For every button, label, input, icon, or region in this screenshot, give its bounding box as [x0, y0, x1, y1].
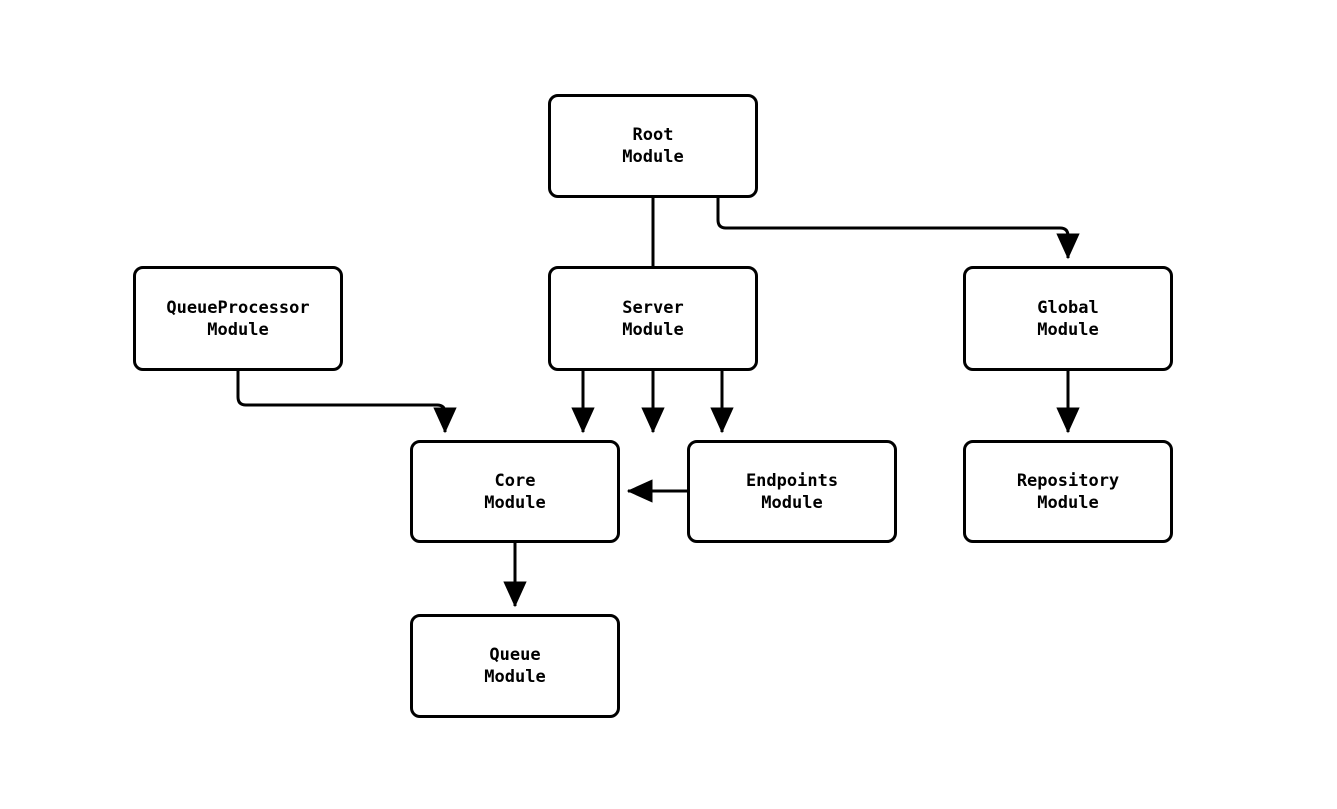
- node-server-module[interactable]: Server Module: [548, 266, 758, 371]
- node-endpoints-module-line1: Endpoints: [745, 470, 839, 491]
- node-queue-module[interactable]: Queue Module: [410, 614, 620, 718]
- node-server-module-line2: Module: [622, 319, 684, 340]
- node-repository-module-line1: Repository: [1016, 470, 1120, 491]
- node-repository-module-line2: Module: [1037, 492, 1099, 513]
- node-endpoints-module-line2: Module: [761, 492, 823, 513]
- node-core-module-line1: Core: [494, 470, 536, 491]
- node-queueprocessor-module[interactable]: QueueProcessor Module: [133, 266, 343, 371]
- edge-queueprocessor-to-core: [236, 371, 457, 434]
- node-repository-module[interactable]: Repository Module: [963, 440, 1173, 543]
- node-queue-module-line2: Module: [484, 667, 546, 687]
- node-core-module-line2: Module: [484, 492, 546, 513]
- node-root-module-line1: Root: [632, 125, 674, 145]
- node-queue-module-line1: Queue: [489, 645, 541, 665]
- edge-root-to-global: [716, 198, 1080, 260]
- node-endpoints-module[interactable]: Endpoints Module: [687, 440, 897, 543]
- node-core-module[interactable]: Core Module: [410, 440, 620, 543]
- node-server-module-line1: Server: [622, 297, 684, 318]
- node-root-module-line2: Module: [622, 147, 684, 167]
- node-global-module-line2: Module: [1037, 319, 1099, 340]
- node-queueprocessor-module-line2: Module: [207, 319, 269, 340]
- node-queueprocessor-module-line1: QueueProcessor: [166, 297, 310, 318]
- node-global-module-line1: Global: [1037, 297, 1099, 318]
- node-global-module[interactable]: Global Module: [963, 266, 1173, 371]
- node-root-module[interactable]: Root Module: [548, 94, 758, 198]
